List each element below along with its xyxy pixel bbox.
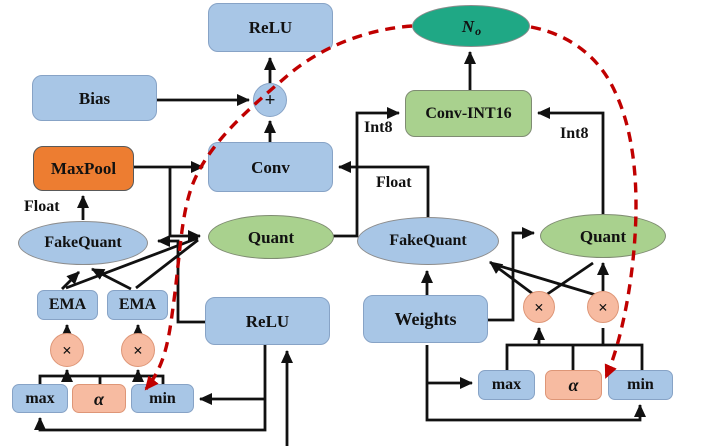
edge-ema1-to-fakequantleft	[61, 271, 80, 290]
node-bias: Bias	[32, 75, 157, 121]
no-subscript: o	[475, 24, 482, 38]
bracket-right	[505, 343, 644, 370]
edge-mult4-to-fakequantright	[492, 262, 597, 297]
edge-quantright-to-convint16	[537, 107, 605, 214]
node-conv: Conv	[208, 142, 333, 192]
node-multiply-3: ×	[523, 291, 555, 323]
label-int8-right: Int8	[560, 125, 589, 142]
node-conv-int16: Conv-INT16	[405, 90, 532, 137]
node-max-left: max	[12, 384, 68, 413]
node-relu-lower: ReLU	[205, 297, 330, 345]
red-dashed-no-to-alpha-left	[144, 24, 413, 391]
node-fakequant-left: FakeQuant	[18, 221, 148, 265]
edge-relu-drop-to-max	[34, 345, 267, 432]
edge-weights-to-quantright	[488, 227, 535, 322]
node-ema-2: EMA	[107, 290, 168, 320]
red-dashed-no-to-alpha-right	[530, 25, 638, 379]
edge-ema1-to-quant	[65, 236, 199, 290]
label-int8-left: Int8	[364, 119, 393, 136]
label-float-left: Float	[24, 198, 60, 215]
edge-quant-to-convint16-left	[332, 107, 400, 238]
label-float-right: Float	[376, 174, 412, 191]
node-quant-right: Quant	[540, 214, 666, 258]
edge-mult3-to-fakequantright	[489, 260, 534, 296]
node-alpha-right: α	[545, 370, 602, 400]
edge-fakequantright-to-conv	[338, 161, 430, 217]
edge-ema2-to-fakequantleft	[91, 267, 132, 291]
node-maxpool: MaxPool	[33, 146, 134, 191]
node-multiply-1: ×	[50, 333, 84, 367]
node-min-right: min	[608, 370, 673, 400]
node-fakequant-right: FakeQuant	[357, 217, 499, 265]
edge-ema2-to-quant	[135, 238, 199, 290]
node-max-right: max	[478, 370, 535, 400]
no-symbol: N	[461, 16, 475, 36]
node-min-left: min	[131, 384, 194, 413]
edge-relu-to-fakequantleft	[157, 235, 205, 324]
node-alpha-left: α	[72, 384, 126, 413]
node-quant-center: Quant	[208, 215, 334, 259]
node-multiply-2: ×	[121, 333, 155, 367]
bracket-left	[38, 374, 165, 384]
node-multiply-4: ×	[587, 291, 619, 323]
node-ema-1: EMA	[37, 290, 98, 320]
node-relu-top: ReLU	[208, 3, 333, 52]
edge-mult3-to-quantright	[545, 261, 594, 297]
edge-maxpool-branch-to-quant	[168, 167, 201, 242]
node-weights: Weights	[363, 295, 488, 343]
